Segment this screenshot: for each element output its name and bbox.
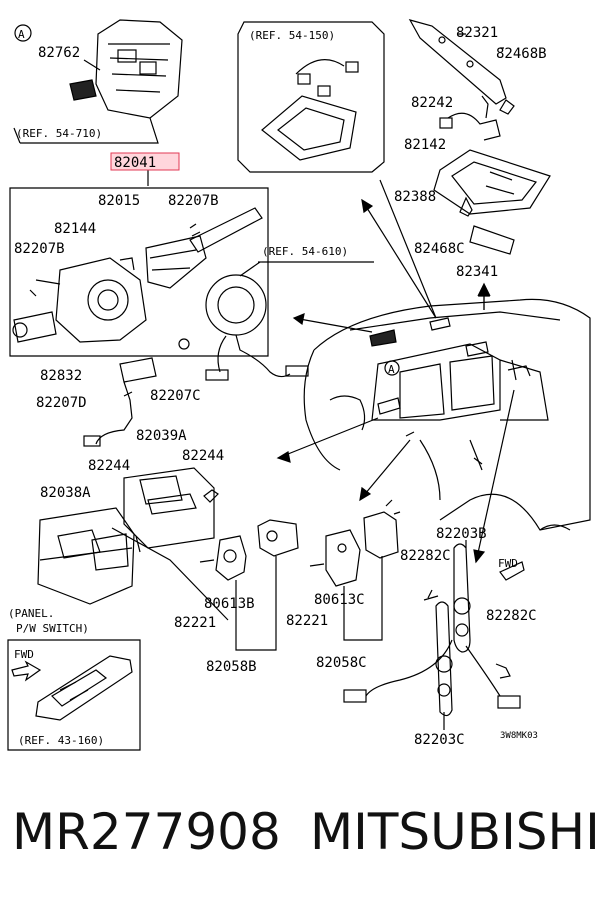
pointer-arrows (276, 198, 515, 564)
part-number: MR277908 (12, 803, 281, 861)
label-82203b: 82203B (436, 526, 487, 542)
vehicle-outline (303, 298, 591, 531)
label-82341: 82341 (456, 264, 498, 280)
label-82244-left: 82244 (88, 458, 130, 474)
label-82207c: 82207C (150, 388, 201, 404)
label-82321: 82321 (456, 25, 498, 41)
label-82388: 82388 (394, 189, 436, 205)
ref-54-150-label: (REF. 54-150) (249, 29, 335, 42)
window-switch-illustration (37, 467, 229, 621)
label-82832: 82832 (40, 368, 82, 384)
ref-43-160-label: (REF. 43-160) (18, 734, 104, 747)
label-80613c: 80613C (314, 592, 365, 608)
column-switch-box (9, 166, 269, 357)
label-82207b-upper: 82207B (168, 193, 219, 209)
panel-label-line2: P/W SWITCH) (16, 622, 89, 635)
clock-spring-illustration (205, 261, 374, 381)
label-82142: 82142 (404, 137, 446, 153)
label-82038a: 82038A (40, 485, 91, 501)
overhead-console-illustration (408, 19, 551, 310)
label-82144: 82144 (54, 221, 96, 237)
label-82203c: 82203C (414, 732, 465, 748)
label-82039a: 82039A (136, 428, 187, 444)
label-82468c: 82468C (414, 241, 465, 257)
ref-54-710-label: (REF. 54-710) (16, 127, 102, 140)
diagram-code: 3W8MK03 (500, 731, 538, 741)
label-82015: 82015 (98, 193, 140, 209)
fwd-label-right: FWD (498, 557, 518, 570)
brand-name: MITSUBISHI (310, 803, 600, 861)
label-80613b: 80613B (204, 596, 255, 612)
label-82207d: 82207D (36, 395, 87, 411)
label-82207b-left: 82207B (14, 241, 65, 257)
label-82242: 82242 (411, 95, 453, 111)
hazard-switch-illustration (83, 338, 190, 447)
panel-label-line1: (PANEL. (8, 607, 54, 620)
label-82058c: 82058C (316, 655, 367, 671)
panel-pw-switch-box (7, 639, 141, 751)
label-82041: 82041 (114, 155, 156, 171)
fwd-label-left: FWD (14, 648, 34, 661)
relay-box-illustration (13, 19, 183, 144)
label-82468b: 82468B (496, 46, 547, 62)
circle-label-a: A (18, 28, 25, 41)
label-82244-right: 82244 (182, 448, 224, 464)
highlighted-part-box (110, 152, 180, 171)
circle-label-a-car: A (388, 363, 395, 376)
label-82058b: 82058B (206, 659, 257, 675)
courtesy-switch-illustration (199, 499, 401, 651)
label-82221-right: 82221 (286, 613, 328, 629)
ref-54-610-label: (REF. 54-610) (262, 245, 348, 258)
room-lamp-ref-box (237, 21, 437, 319)
label-82221-left: 82221 (174, 615, 216, 631)
door-switch-illustration (343, 540, 525, 730)
parts-diagram: A 82762 (REF. 54-710) 82041 82015 82207B… (7, 19, 591, 751)
label-82762: 82762 (38, 45, 80, 61)
label-82282c-upper: 82282C (400, 548, 451, 564)
label-82282c-right: 82282C (486, 608, 537, 624)
